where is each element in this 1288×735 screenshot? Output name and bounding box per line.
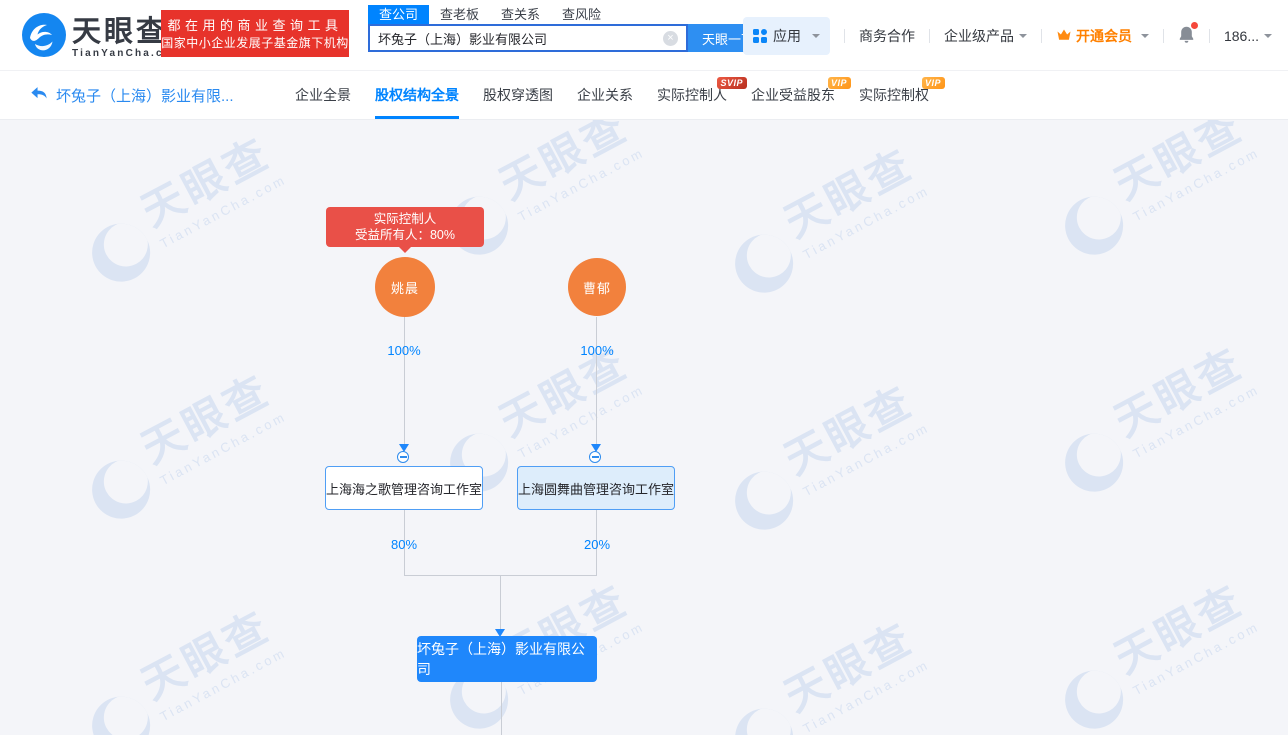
vip-badge: VIP (921, 77, 945, 89)
search-tab-company[interactable]: 查公司 (368, 5, 430, 24)
divider (1040, 29, 1042, 43)
search-tab-relation[interactable]: 查关系 (501, 7, 541, 22)
connector-line (596, 317, 597, 445)
promo-banner-line2: 国家中小企业发展子基金旗下机构 (161, 35, 349, 50)
tab-beneficial-shareholders[interactable]: 企业受益股东 VIP (751, 72, 851, 119)
share-label: 20% (583, 537, 611, 552)
person-node-yaochen[interactable]: 姚晨 (375, 257, 435, 317)
connector-line (596, 510, 597, 575)
chevron-down-icon (811, 34, 820, 42)
search-box: × (368, 24, 688, 52)
search-tab-risk[interactable]: 查风险 (562, 7, 602, 22)
chevron-down-icon (1264, 34, 1272, 42)
apps-menu[interactable]: 应用 (742, 17, 830, 55)
tab-actual-control-power-label: 实际控制权 (859, 87, 929, 103)
share-label: 80% (390, 537, 418, 552)
subnav-tabs: 企业全景 股权结构全景 股权穿透图 企业关系 实际控制人 SVIP 企业受益股东… (295, 72, 945, 119)
enterprise-product-label: 企业级产品 (943, 28, 1014, 44)
bell-icon (1178, 25, 1195, 47)
divider (1162, 29, 1164, 43)
tianyancha-logo-icon (22, 13, 66, 62)
tab-equity-structure[interactable]: 股权结构全景 (375, 72, 459, 119)
search-tab-boss[interactable]: 查老板 (440, 7, 480, 22)
tab-beneficial-shareholders-label: 企业受益股东 (751, 87, 835, 103)
tab-company-overview[interactable]: 企业全景 (295, 87, 351, 103)
enterprise-product-menu[interactable]: 企业级产品 (944, 26, 1027, 46)
connector-line (404, 317, 405, 445)
logo-text-cn: 天眼查 (72, 15, 169, 48)
tooltip-line2: 受益所有人：80% (354, 228, 456, 242)
notification-bell[interactable] (1178, 22, 1198, 47)
logo-text-en: TianYanCha.com (72, 47, 184, 59)
crown-icon (1056, 28, 1072, 45)
vip-badge: VIP (827, 77, 851, 89)
person-node-caoyu[interactable]: 曹郁 (568, 258, 626, 316)
arrow-down-icon (495, 629, 505, 637)
search-area: 查公司 查老板 查关系 查风险 × 天眼一下 (368, 5, 768, 52)
collapse-minus-icon[interactable] (397, 451, 409, 463)
company-name-link: 坏兔子（上海）影业有限... (56, 88, 234, 105)
top-header: 天眼查 TianYanCha.com 都在用的商业查询工具 国家中小企业发展子基… (0, 0, 1288, 71)
search-tabs: 查公司 查老板 查关系 查风险 (368, 5, 768, 24)
apps-grid-icon (752, 29, 767, 43)
company-subnav: 坏兔子（上海）影业有限... 企业全景 股权结构全景 股权穿透图 企业关系 实际… (0, 72, 1288, 120)
promo-banner-line1: 都在用的商业查询工具 (167, 17, 343, 33)
account-phone: 186... (1223, 28, 1259, 44)
actual-controller-tooltip: 实际控制人 受益所有人：80% (326, 207, 484, 253)
open-vip-label: 开通会员 (1075, 28, 1132, 44)
collapse-minus-icon[interactable] (589, 451, 601, 463)
connector-line (500, 575, 501, 629)
tab-actual-controller-label: 实际控制人 (657, 87, 727, 103)
svip-badge: SVIP (717, 77, 747, 89)
header-menu: 应用 商务合作 企业级产品 开通会员 186... (742, 17, 1272, 55)
tooltip-line1: 实际控制人 (373, 212, 437, 226)
account-menu[interactable]: 186... (1224, 28, 1272, 44)
notification-dot (1190, 22, 1198, 29)
tab-company-relations[interactable]: 企业关系 (577, 87, 633, 103)
connector-line (404, 510, 405, 575)
promo-banner: 都在用的商业查询工具 国家中小企业发展子基金旗下机构 (161, 10, 349, 57)
company-node-yuanwuqu[interactable]: 上海圆舞曲管理咨询工作室 (517, 466, 675, 510)
back-to-company-link[interactable]: 坏兔子（上海）影业有限... (30, 72, 234, 119)
divider (928, 29, 930, 43)
share-label: 100% (387, 343, 421, 358)
business-coop-label: 商务合作 (858, 28, 915, 44)
chevron-down-icon (1018, 34, 1027, 42)
tianyancha-logo[interactable]: 天眼查 TianYanCha.com (22, 13, 183, 62)
tab-actual-control-power[interactable]: 实际控制权 VIP (859, 72, 945, 119)
divider (1208, 29, 1210, 43)
apps-label: 应用 (772, 28, 801, 44)
tab-actual-controller[interactable]: 实际控制人 SVIP (657, 72, 747, 119)
clear-icon[interactable]: × (663, 30, 678, 46)
back-arrow-icon (30, 85, 48, 106)
open-vip-menu[interactable]: 开通会员 (1056, 26, 1149, 46)
arrow-down-icon (399, 444, 409, 452)
connector-line (501, 682, 502, 735)
search-input[interactable] (370, 30, 663, 46)
tab-equity-penetration[interactable]: 股权穿透图 (483, 87, 553, 103)
divider (843, 29, 845, 43)
arrow-down-icon (591, 444, 601, 452)
share-label: 100% (580, 343, 614, 358)
chevron-down-icon (1140, 34, 1149, 42)
business-coop-link[interactable]: 商务合作 (859, 26, 915, 46)
company-node-haizhige[interactable]: 上海海之歌管理咨询工作室 (325, 466, 483, 510)
target-company-node[interactable]: 坏兔子（上海）影业有限公司 (417, 636, 597, 682)
